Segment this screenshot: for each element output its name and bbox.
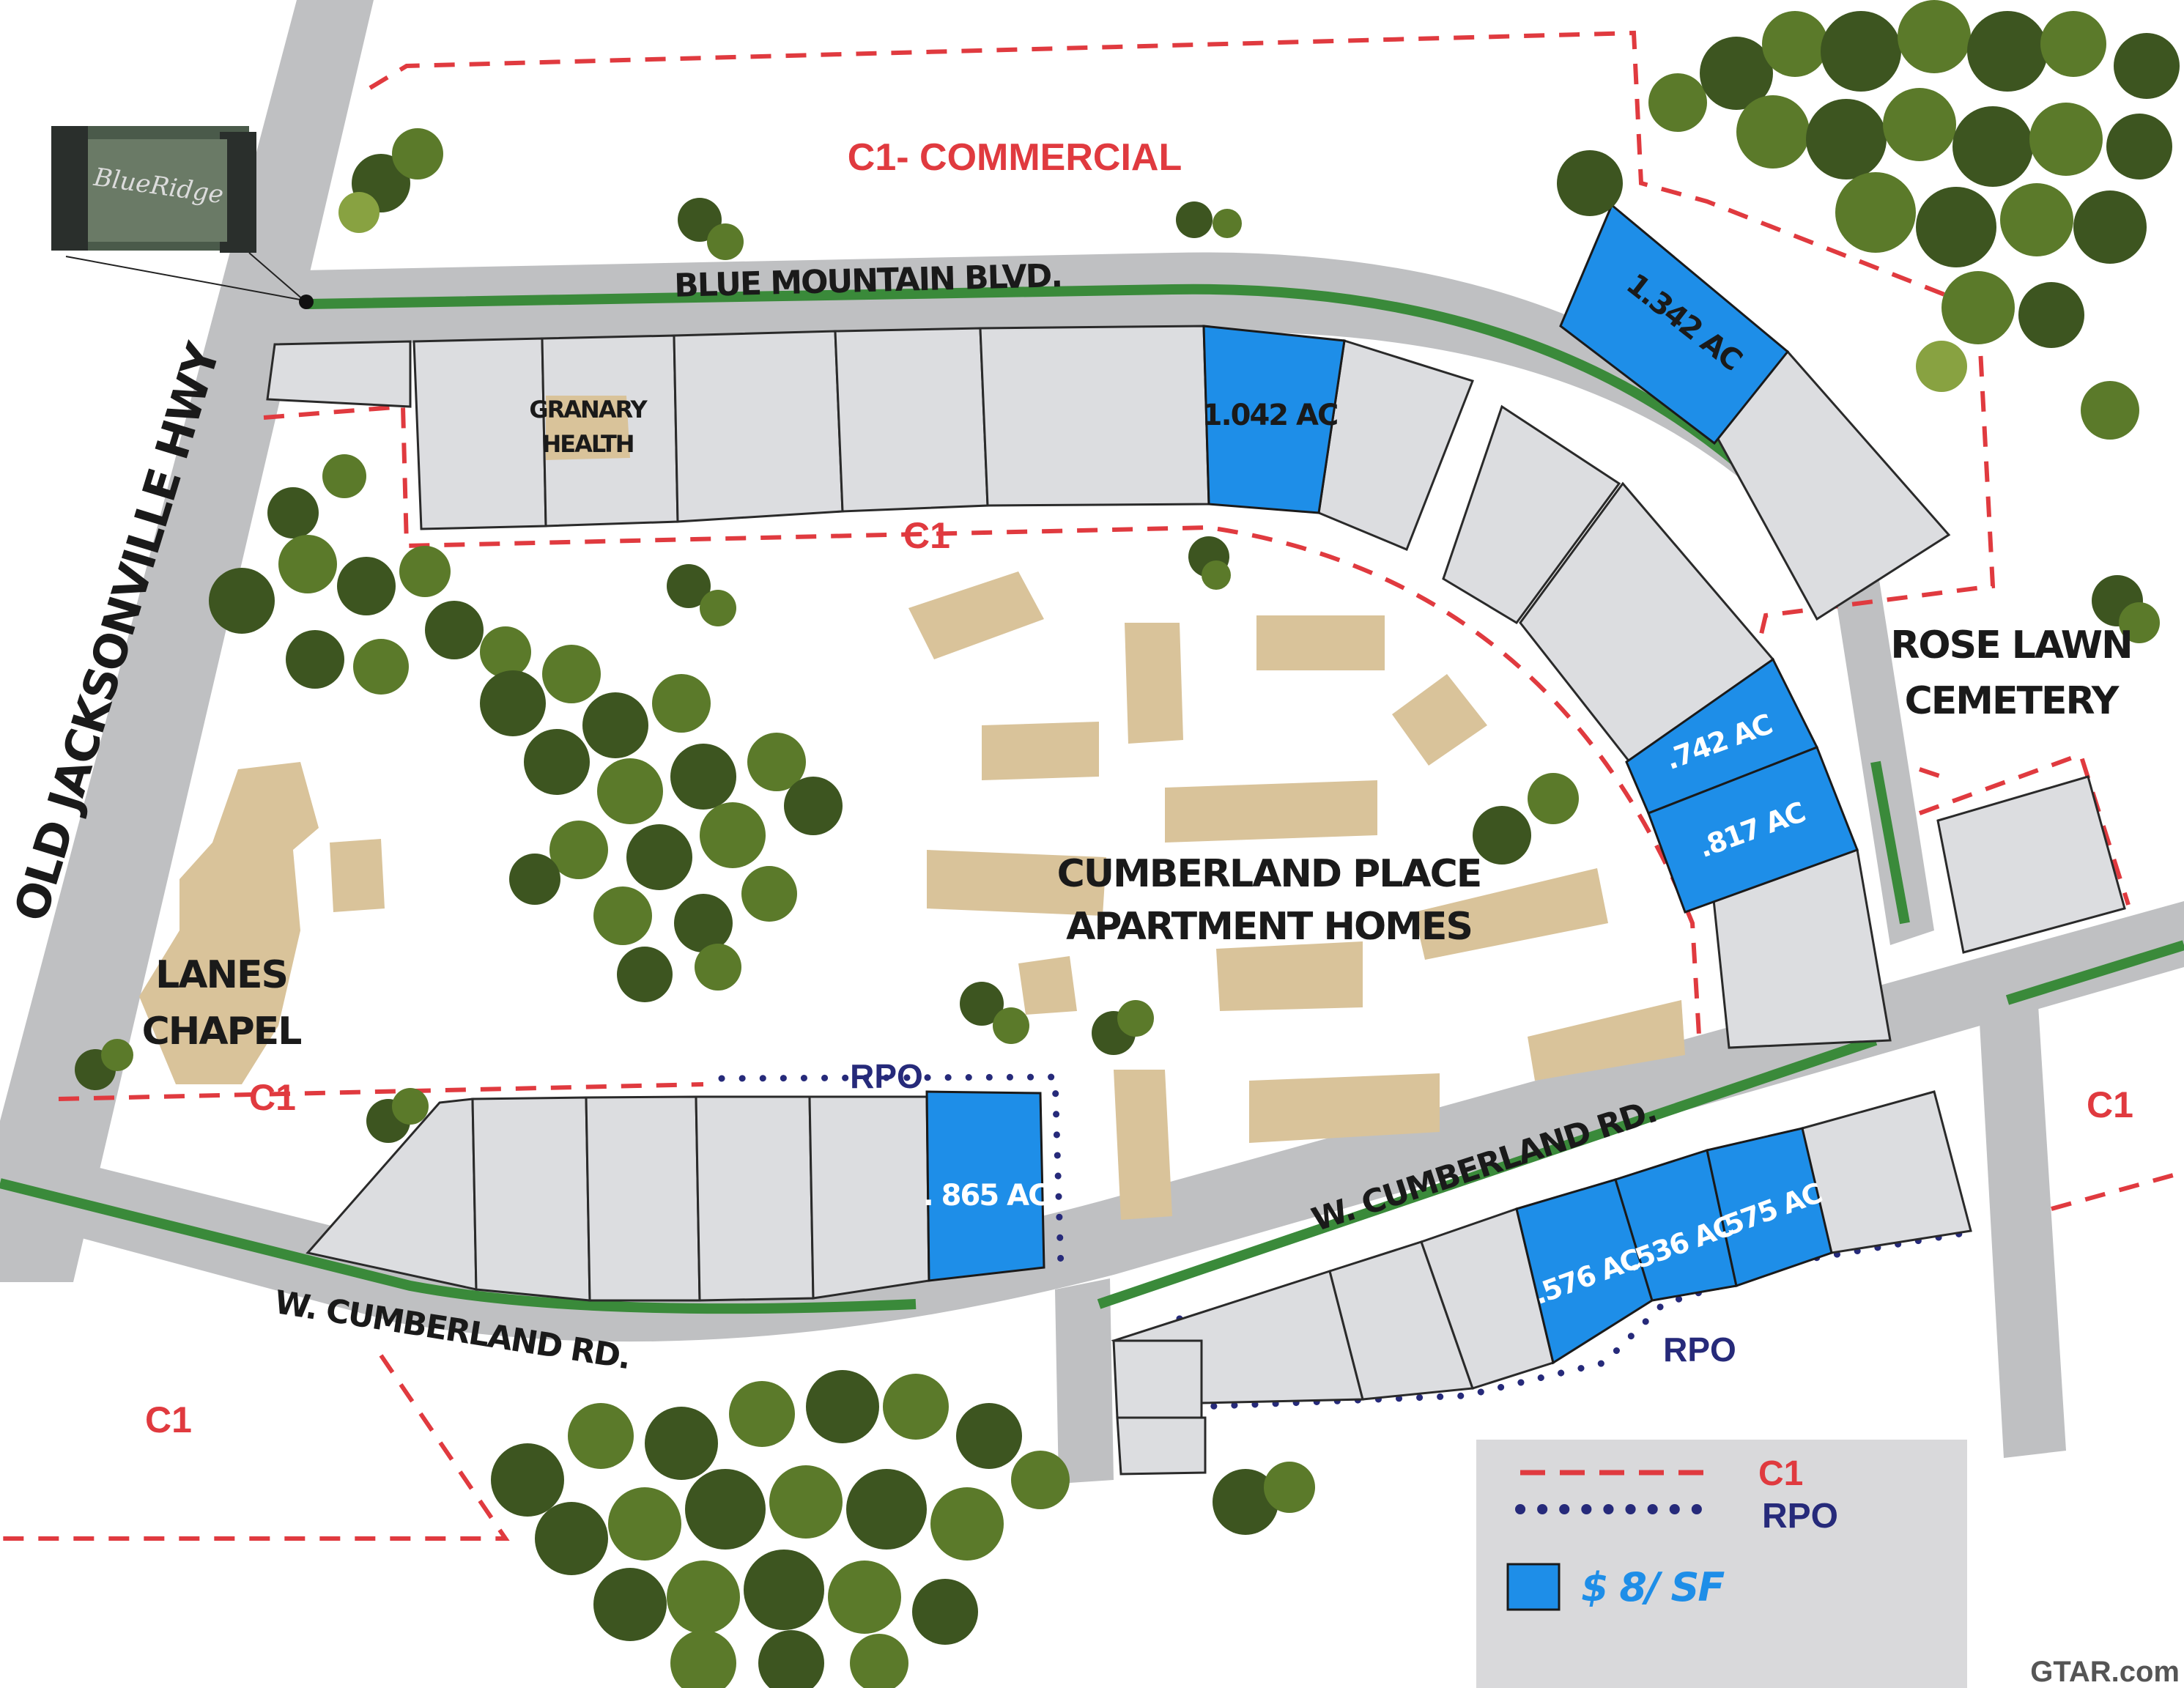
legend: C1 RPO $ 8/ SF bbox=[1476, 1440, 1967, 1688]
apartments-label-line2: APARTMENT HOMES bbox=[1066, 905, 1472, 949]
legend-c1-label: C1 bbox=[1758, 1454, 1803, 1493]
trees-central-west bbox=[75, 454, 1579, 1143]
zone-c1-label-southwest: C1 bbox=[145, 1399, 192, 1440]
zone-c1-boundaries bbox=[0, 30, 2184, 1541]
trees-south bbox=[491, 1370, 1315, 1688]
legend-price-label: $ 8/ SF bbox=[1581, 1564, 1725, 1610]
apartments-label-line1: CUMBERLAND PLACE bbox=[1057, 852, 1481, 896]
roads bbox=[0, 0, 2184, 1484]
apartment-buildings bbox=[139, 396, 1685, 1220]
road-w-cumberland bbox=[0, 901, 2184, 1342]
chapel-label-line1: LANES bbox=[155, 953, 287, 997]
legend-price-swatch bbox=[1506, 1563, 1561, 1611]
lot-817-ac-shape[interactable] bbox=[1647, 746, 1859, 914]
lanes-chapel-building bbox=[139, 762, 319, 1084]
lot-865-ac-shape[interactable] bbox=[925, 1090, 1045, 1282]
granary-health-line1: GRANARY bbox=[529, 396, 648, 423]
median-blue-mountain-south bbox=[1870, 760, 1910, 925]
median-w-cumberland-far-east bbox=[2005, 940, 2184, 1005]
lot-1042-ac: 1.042 AC bbox=[1202, 399, 1338, 432]
lot-575-ac-shape[interactable] bbox=[1706, 1127, 1833, 1287]
cemetery-label-line1: ROSE LAWN bbox=[1890, 623, 2131, 667]
lots-north bbox=[266, 325, 2126, 1049]
median-w-cumberland-east bbox=[1097, 1035, 1878, 1309]
blue-ridge-sign: BlueRidge bbox=[51, 126, 314, 309]
cemetery-label-line2: CEMETERY bbox=[1905, 679, 2120, 723]
median-w-cumberland-west bbox=[0, 1178, 917, 1314]
trees-north-east bbox=[1557, 0, 2180, 643]
zone-c1-label-center: C1 bbox=[903, 515, 950, 556]
legend-rpo-label: RPO bbox=[1762, 1497, 1838, 1536]
granary-health-building bbox=[546, 396, 630, 460]
zone-c1-commercial-label: C1- COMMERCIAL bbox=[848, 136, 1182, 179]
lot-865-ac: . 865 AC bbox=[923, 1179, 1048, 1213]
lot-1342-ac-shape[interactable] bbox=[1559, 203, 1790, 445]
zone-c1-label-west: C1 bbox=[249, 1077, 296, 1118]
rpo-label-north: RPO bbox=[850, 1057, 923, 1095]
tree-clusters bbox=[75, 0, 2180, 1688]
road-east-spur bbox=[1978, 982, 2066, 1458]
rpo-label-south: RPO bbox=[1663, 1330, 1736, 1369]
available-lots bbox=[925, 203, 1859, 1365]
road-center-spur bbox=[1055, 1278, 1114, 1484]
chapel-label-line2: CHAPEL bbox=[142, 1010, 302, 1054]
road-blue-mountain-blvd bbox=[267, 252, 1934, 945]
zone-c1-label-east: C1 bbox=[2087, 1084, 2133, 1125]
lots-south bbox=[306, 1090, 1972, 1476]
granary-health-line2: HEALTH bbox=[541, 430, 633, 458]
trees-north-west bbox=[338, 128, 1242, 260]
gtar-watermark: GTAR.com bbox=[2030, 1656, 2180, 1688]
lot-1042-ac-shape[interactable] bbox=[1202, 325, 1346, 514]
